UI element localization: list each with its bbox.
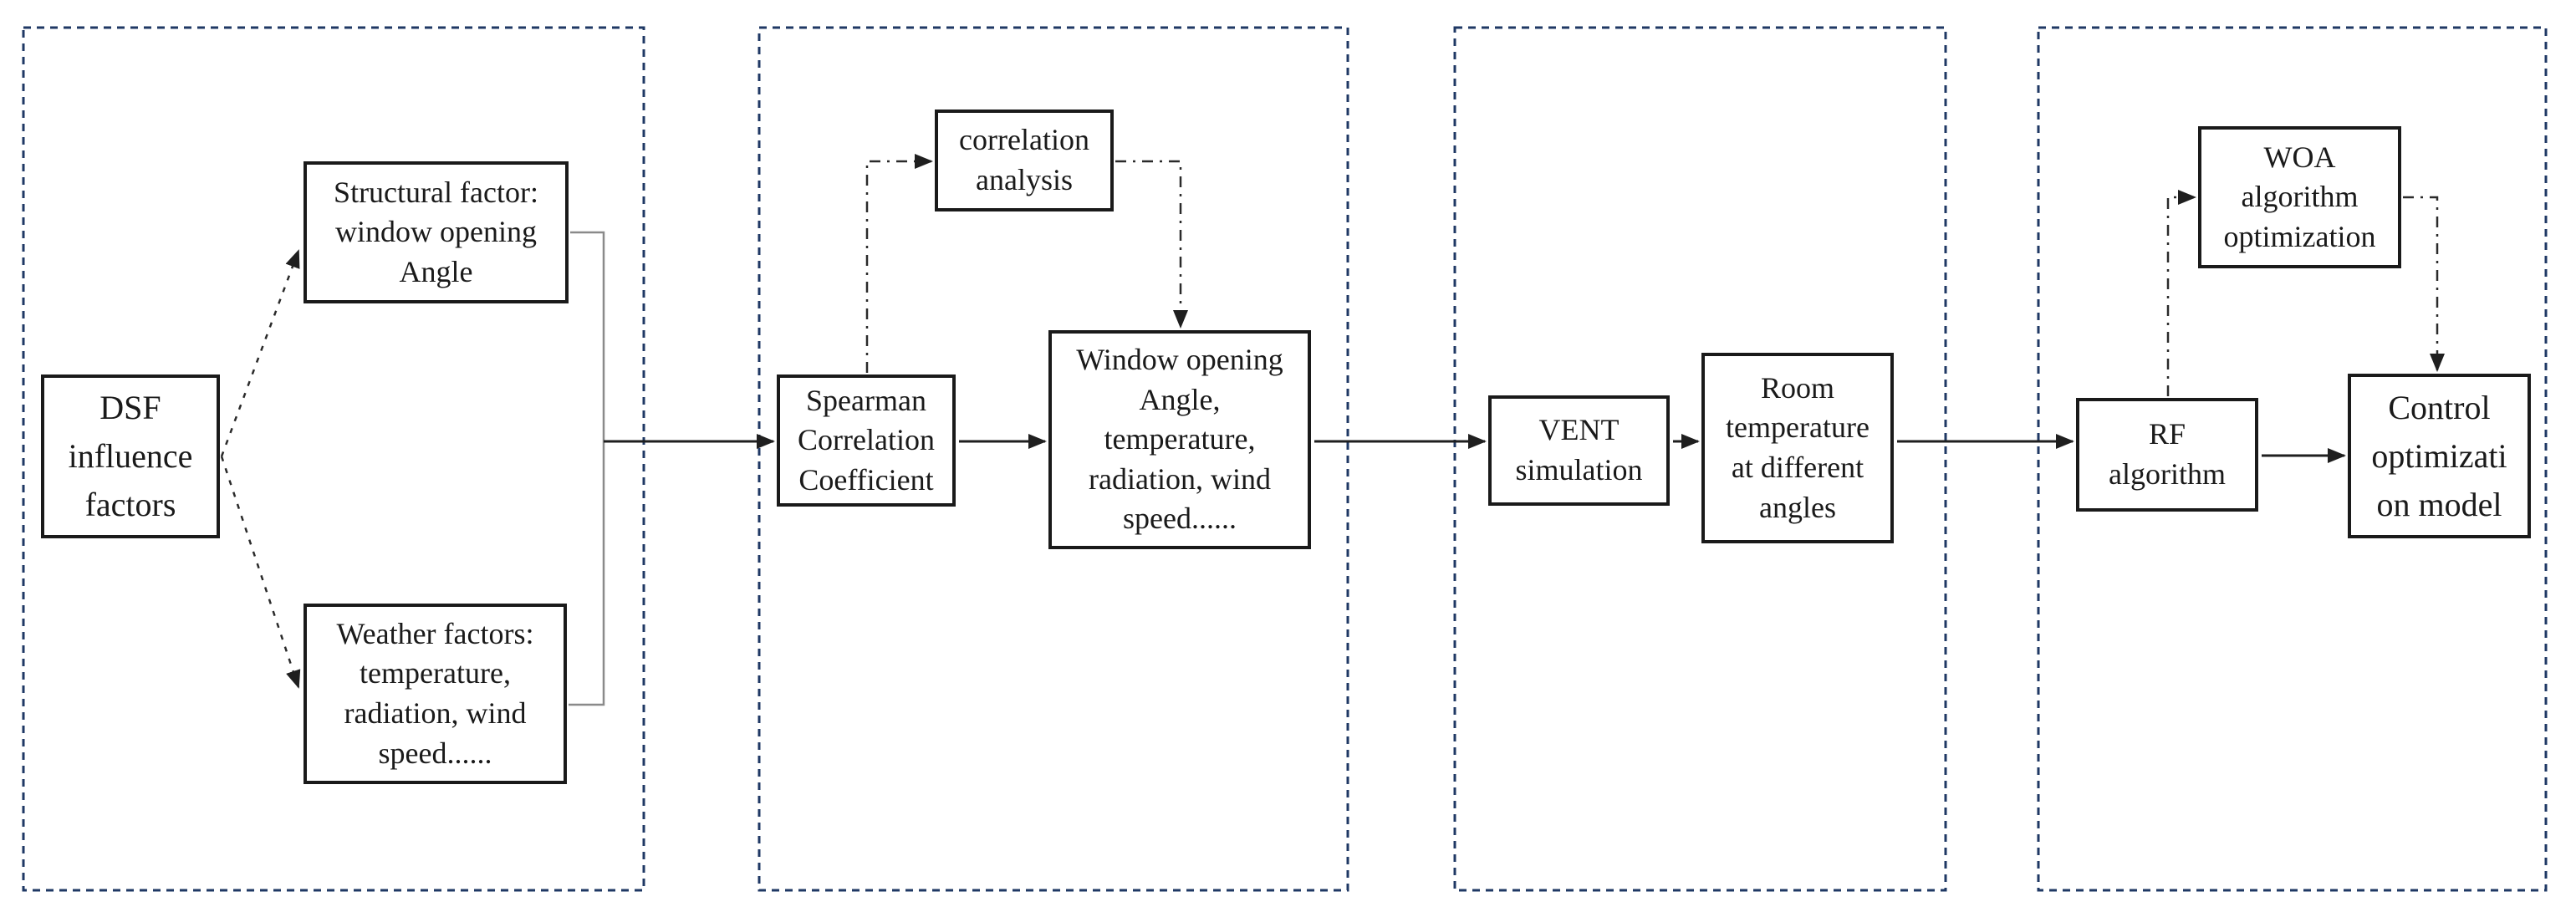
box-weather-factors: Weather factors: temperature, radiation,… [304, 604, 567, 784]
arrow-rf-up-to-woa [2166, 190, 2196, 396]
arrow-spearman-up-to-correlation [865, 154, 933, 373]
box-room-temperature: Room temperature at different angles [1701, 353, 1894, 543]
panel-simulation [1453, 26, 1947, 892]
panel-influence-factors [22, 26, 645, 892]
box-rf-algorithm: RF algorithm [2076, 398, 2258, 512]
box-dsf-influence-factors: DSF influence factors [41, 374, 220, 538]
arrow-dsf-to-weather [220, 456, 301, 689]
box-structural-factor: Structural factor: window opening Angle [304, 161, 569, 303]
box-window-opening-factors: Window opening Angle, temperature, radia… [1048, 330, 1311, 549]
arrow-correlation-down-to-window [1115, 160, 1188, 329]
panel-optimization [2037, 26, 2548, 892]
box-spearman-coefficient: Spearman Correlation Coefficient [777, 374, 956, 507]
panel-correlation-analysis [757, 26, 1349, 892]
arrow-dsf-to-structural [220, 249, 300, 457]
box-woa-optimization: WOA algorithm optimization [2198, 126, 2401, 268]
box-correlation-analysis: correlation analysis [935, 110, 1114, 211]
connector-factors-merge [569, 231, 605, 706]
arrow-woa-down-to-control [2403, 196, 2445, 372]
box-vent-simulation: VENT simulation [1488, 395, 1670, 506]
box-control-optimization-model: Control optimizati on model [2348, 374, 2531, 538]
